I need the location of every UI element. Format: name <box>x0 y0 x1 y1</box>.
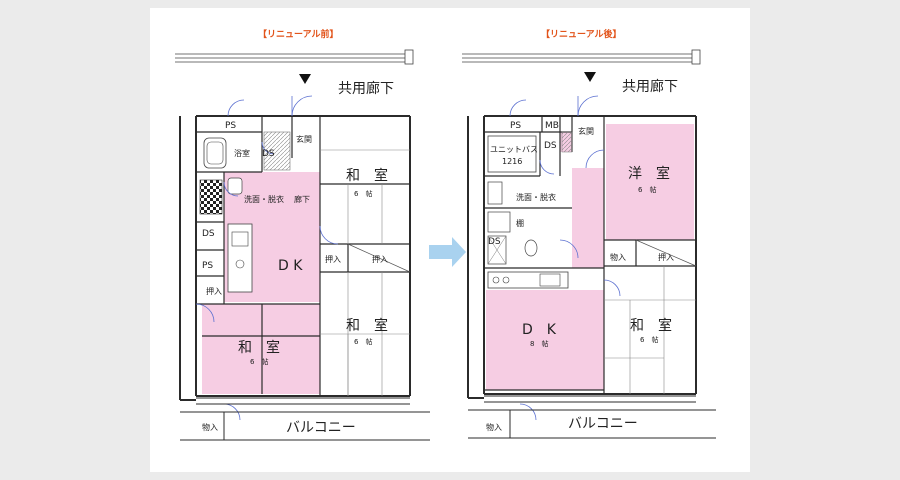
after-ps-top-label: PS <box>510 121 521 131</box>
before-door-swings <box>195 95 339 421</box>
before-washbasin-icon <box>227 177 243 195</box>
after-youshitsu-label: 洋 室 <box>628 165 670 182</box>
after-monoire-mid-label: 物入 <box>610 252 626 262</box>
before-tatami-lines <box>320 149 410 396</box>
before-washitsu-c-size: 6 帖 <box>250 357 268 366</box>
before-genkan-label: 玄関 <box>296 134 312 144</box>
after-ds-top-label: DS <box>544 141 557 151</box>
before-oshiire-mid-label: 押入 <box>325 254 341 264</box>
before-washitsu-b-size: 6 帖 <box>354 337 372 346</box>
before-oshiire-right-label: 押入 <box>372 254 388 264</box>
after-oshiire-label: 押入 <box>658 252 674 262</box>
before-washroom-label: 洗面・脱衣 <box>244 194 284 204</box>
before-ps-left-label: PS <box>202 261 213 271</box>
after-unit-bath-size: 1216 <box>502 157 522 166</box>
after-interior-walls <box>484 116 696 394</box>
before-dk-label: D K <box>278 258 303 274</box>
after-kitchen-counter-icon <box>487 271 569 289</box>
before-corridor-label: 共用廊下 <box>338 80 394 97</box>
after-mb-label: MB <box>545 121 559 131</box>
right-arrow-icon <box>429 237 466 267</box>
after-pink-areas <box>486 124 694 390</box>
before-balcony <box>180 397 430 441</box>
before-kitchen-counter-icon <box>227 223 253 293</box>
after-balcony-label: バルコニー <box>568 416 638 432</box>
before-pink-areas <box>202 172 320 394</box>
after-plan <box>462 49 716 439</box>
after-walls <box>467 115 697 399</box>
after-washer-icon <box>487 211 511 233</box>
before-entrance-marker-icon <box>299 74 311 84</box>
before-plan <box>175 49 430 441</box>
before-ds-left-label: DS <box>202 229 215 239</box>
after-labels: 共用廊下 PS MB 玄関 DS ユニットバス 1216 洗面・脱衣 棚 DS … <box>486 78 678 432</box>
after-oshiire-diagonal <box>635 239 697 267</box>
before-bathtub-icon <box>203 137 227 169</box>
after-dk-size: 8 帖 <box>530 339 548 348</box>
after-caption: 【リニューアル後】 <box>541 30 622 40</box>
before-hallway-label: 廊下 <box>294 194 310 204</box>
before-ds-top-label: DS <box>262 149 275 159</box>
before-walls <box>179 115 411 401</box>
before-ps-top-label: PS <box>225 121 236 131</box>
before-oshiire-left-label: 押入 <box>206 286 222 296</box>
after-washitsu-label: 和 室 <box>630 317 672 334</box>
before-balcony-label: バルコニー <box>286 420 356 436</box>
before-labels: 共用廊下 PS 玄関 浴室 DS 洗面・脱衣 廊下 DS PS 押入 D K 和… <box>202 80 394 436</box>
after-washroom-label: 洗面・脱衣 <box>516 192 556 202</box>
after-balcony <box>468 395 716 439</box>
after-unit-bath-label: ユニットバス <box>490 145 538 154</box>
before-caption: 【リニューアル前】 <box>258 30 339 40</box>
after-ds-left-label: DS <box>488 237 501 247</box>
after-ds-hatch <box>561 131 573 153</box>
after-corridor-label: 共用廊下 <box>622 78 678 95</box>
before-checker-floor <box>199 179 223 215</box>
after-genkan-label: 玄関 <box>578 126 594 136</box>
before-top-window <box>175 49 414 65</box>
before-washitsu-a-label: 和 室 <box>346 167 388 184</box>
after-youshitsu-size: 6 帖 <box>638 185 656 194</box>
before-monoire-label: 物入 <box>202 422 218 432</box>
after-toilet-icon <box>524 239 538 257</box>
after-unit-bath-icon <box>487 135 537 173</box>
before-washitsu-c-label: 和 室 <box>238 339 280 356</box>
before-oshiire-diagonal <box>347 243 411 273</box>
after-dk-label: D K <box>522 322 557 338</box>
after-shelf-label: 棚 <box>516 218 524 228</box>
after-washbasin-icon <box>487 181 503 205</box>
before-washitsu-b-label: 和 室 <box>346 317 388 334</box>
after-monoire-label: 物入 <box>486 422 502 432</box>
after-door-swings <box>509 95 621 421</box>
after-entrance-marker-icon <box>584 72 596 82</box>
before-stair-hatch <box>263 131 291 171</box>
before-washitsu-a-size: 6 帖 <box>354 189 372 198</box>
after-washitsu-size: 6 帖 <box>640 335 658 344</box>
after-top-window <box>462 49 701 65</box>
after-tatami-lines <box>604 266 696 394</box>
before-bath-label: 浴室 <box>234 148 250 158</box>
